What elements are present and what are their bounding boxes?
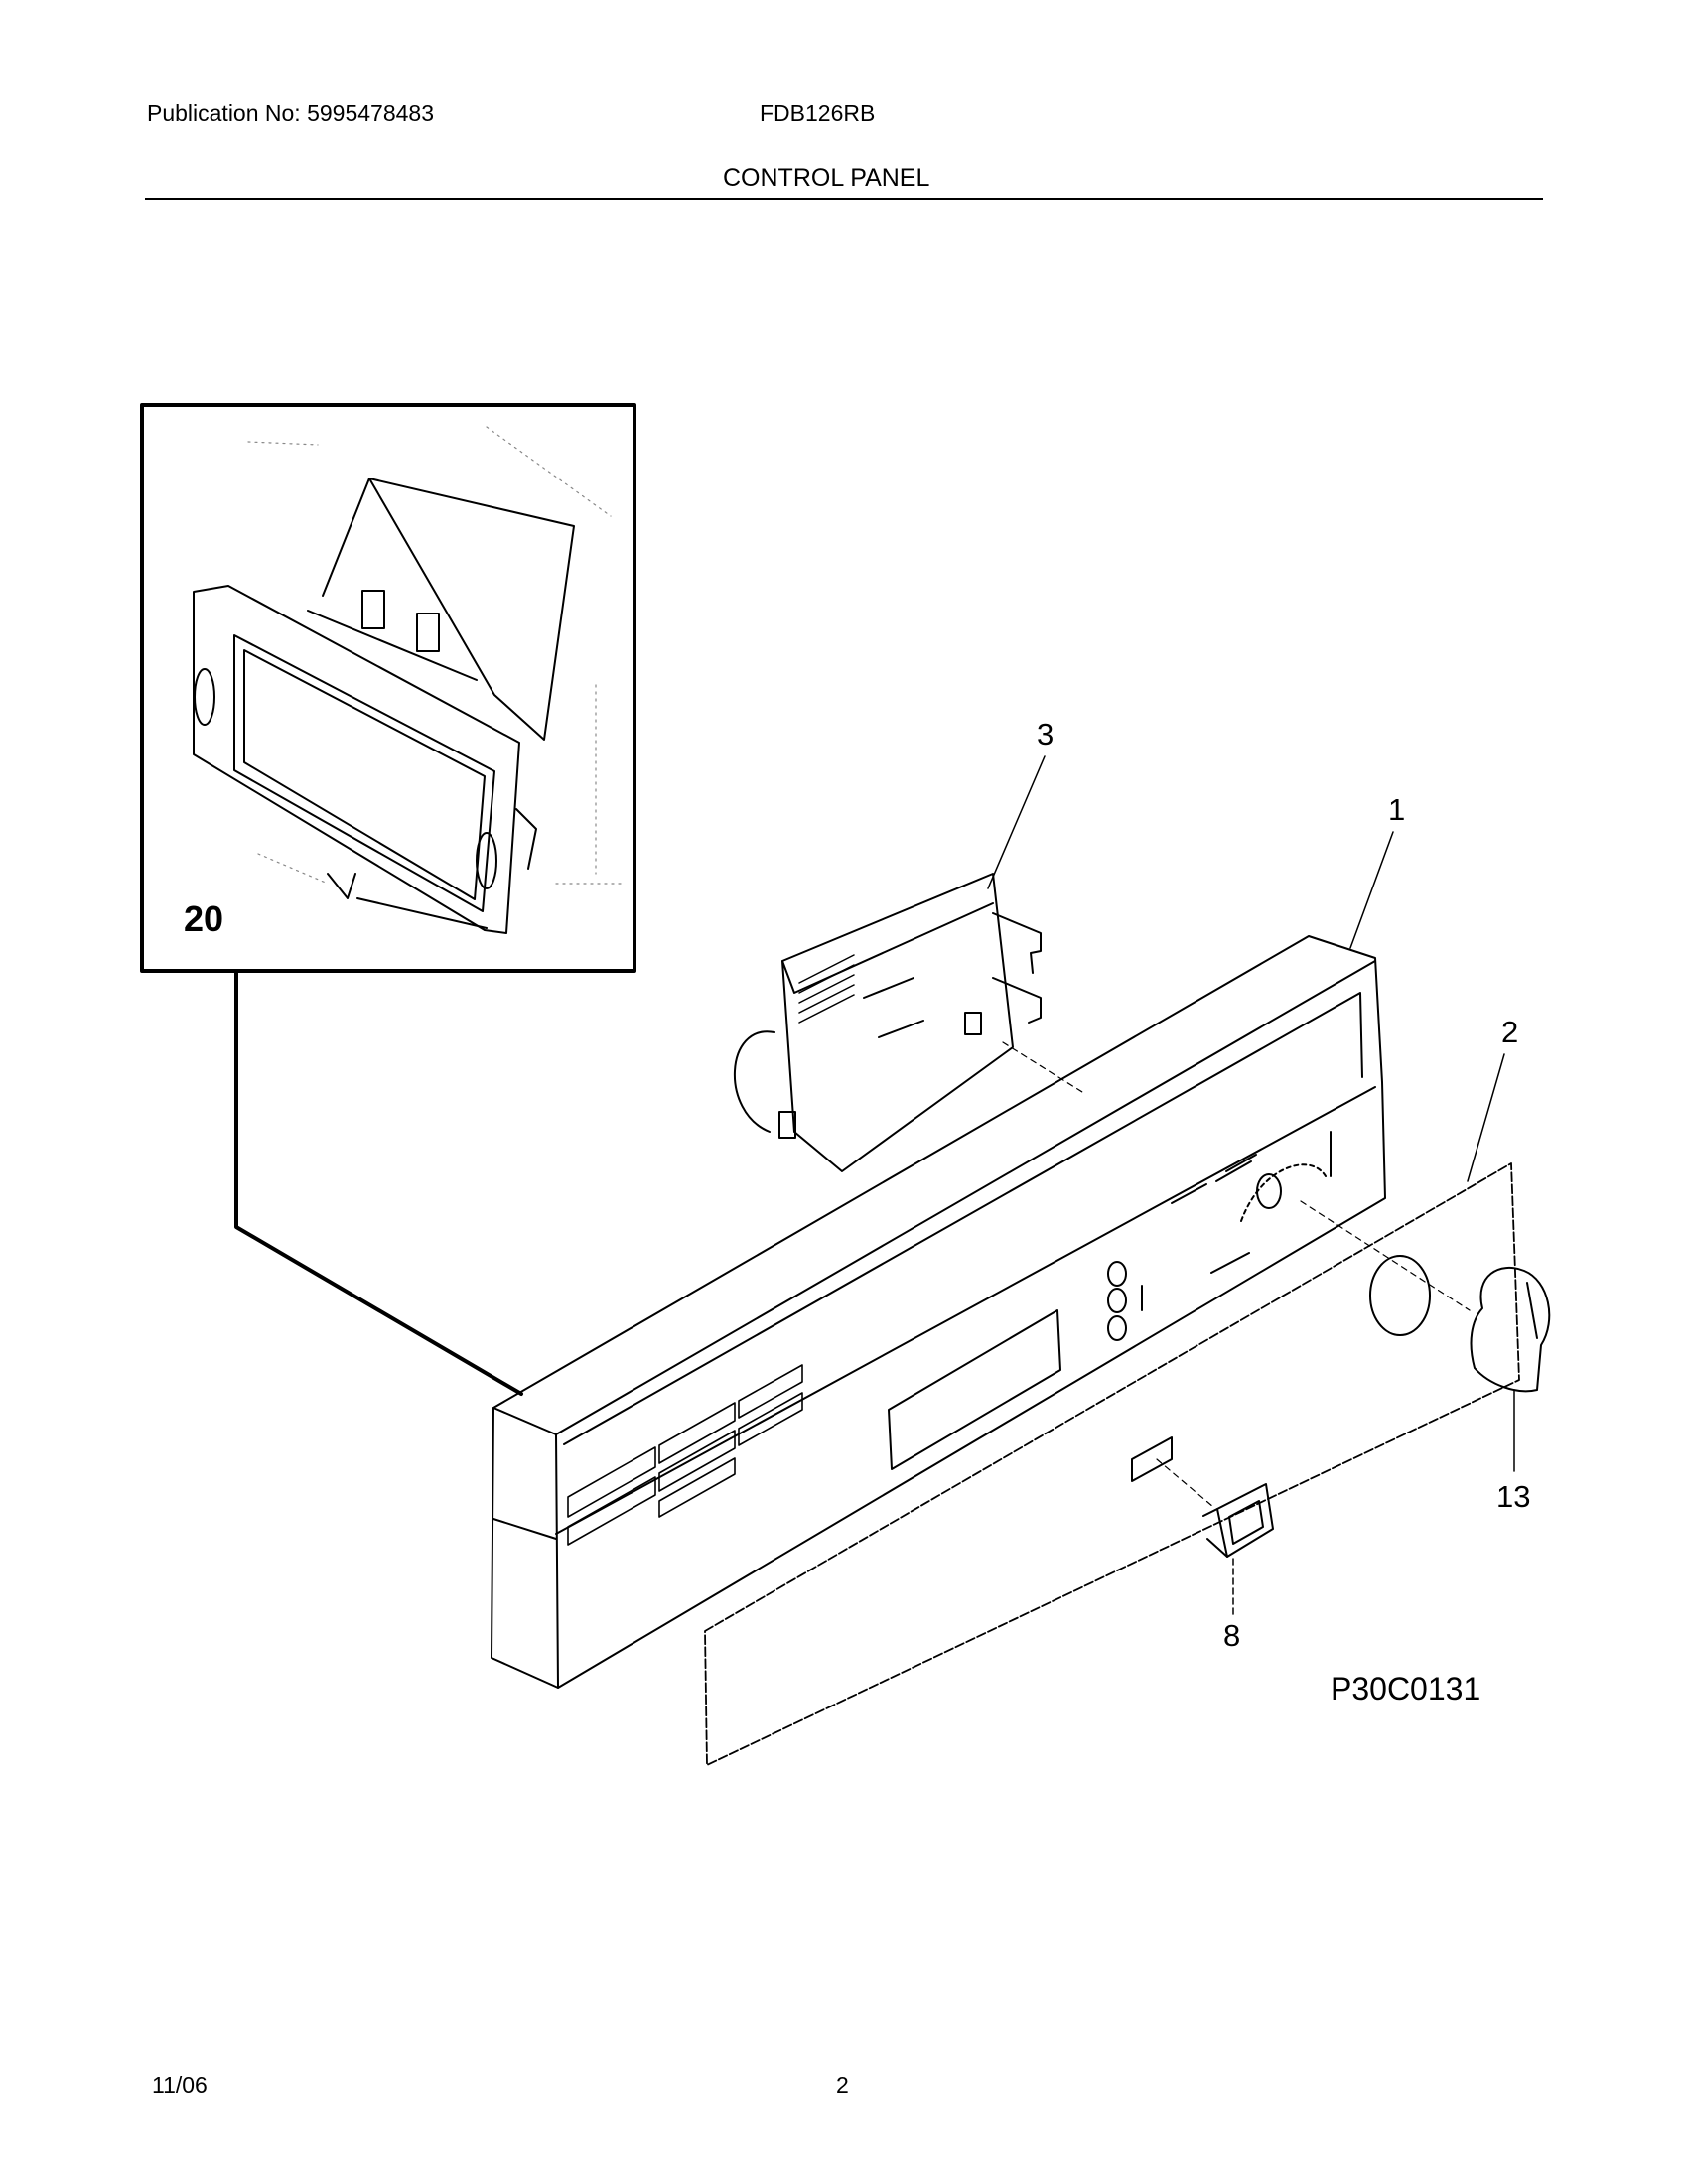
footer-page-number: 2 <box>836 2072 849 2098</box>
panel-vent-slots <box>567 1364 803 1546</box>
timer-module <box>734 873 1042 1172</box>
panel-display-window <box>888 1309 1061 1470</box>
model-number: FDB126RB <box>760 100 876 126</box>
leader-3 <box>987 755 1046 889</box>
overlay-switch-window <box>1131 1436 1173 1482</box>
overlay-knob-hole <box>1369 1255 1431 1336</box>
callout-1: 1 <box>1388 792 1405 827</box>
inset-detail-box <box>140 403 636 973</box>
control-panel-housing <box>491 935 1386 1689</box>
control-knob <box>1470 1266 1551 1393</box>
leader-2 <box>1467 1053 1505 1182</box>
inset-leader-line <box>234 971 523 1396</box>
panel-button-bottom <box>1107 1315 1127 1341</box>
leader-1 <box>1349 831 1394 949</box>
knob-mount-line <box>1300 1200 1471 1311</box>
dispenser-assembly <box>193 478 575 934</box>
timer-contact-pins <box>798 954 855 1024</box>
callout-8: 8 <box>1223 1618 1240 1653</box>
callout-2: 2 <box>1501 1015 1518 1049</box>
diagram-reference: P30C0131 <box>1331 1671 1480 1706</box>
panel-button-top <box>1107 1261 1127 1287</box>
section-title: CONTROL PANEL <box>723 164 930 192</box>
callout-20: 20 <box>184 898 223 939</box>
rocker-switch <box>1202 1483 1274 1558</box>
footer-date: 11/06 <box>152 2072 208 2098</box>
header-rule <box>145 198 1543 200</box>
callout-3: 3 <box>1037 717 1054 751</box>
switch-mount-line <box>1156 1458 1214 1508</box>
timer-mount-line <box>1002 1041 1083 1093</box>
publication-number: Publication No: 5995478483 <box>147 100 435 126</box>
callout-13: 13 <box>1496 1479 1530 1514</box>
panel-overlay <box>704 1162 1520 1766</box>
panel-button-middle <box>1107 1288 1127 1313</box>
